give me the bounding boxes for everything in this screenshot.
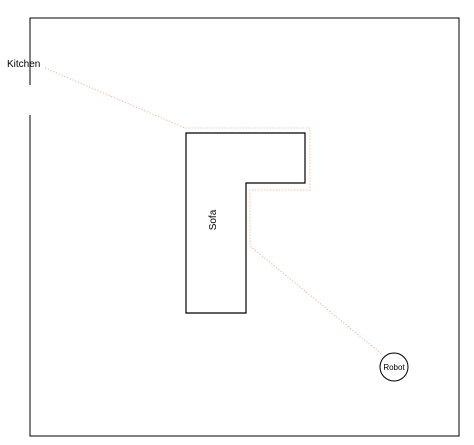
- robot-path: [44, 67, 384, 356]
- robot-icon: [379, 352, 409, 382]
- kitchen-label: Kitchen: [7, 59, 40, 70]
- room-boundary: [29, 17, 460, 437]
- sofa-shape: [185, 132, 306, 314]
- sofa-label: Sofa: [208, 209, 219, 230]
- robot-label: Robot: [383, 363, 405, 372]
